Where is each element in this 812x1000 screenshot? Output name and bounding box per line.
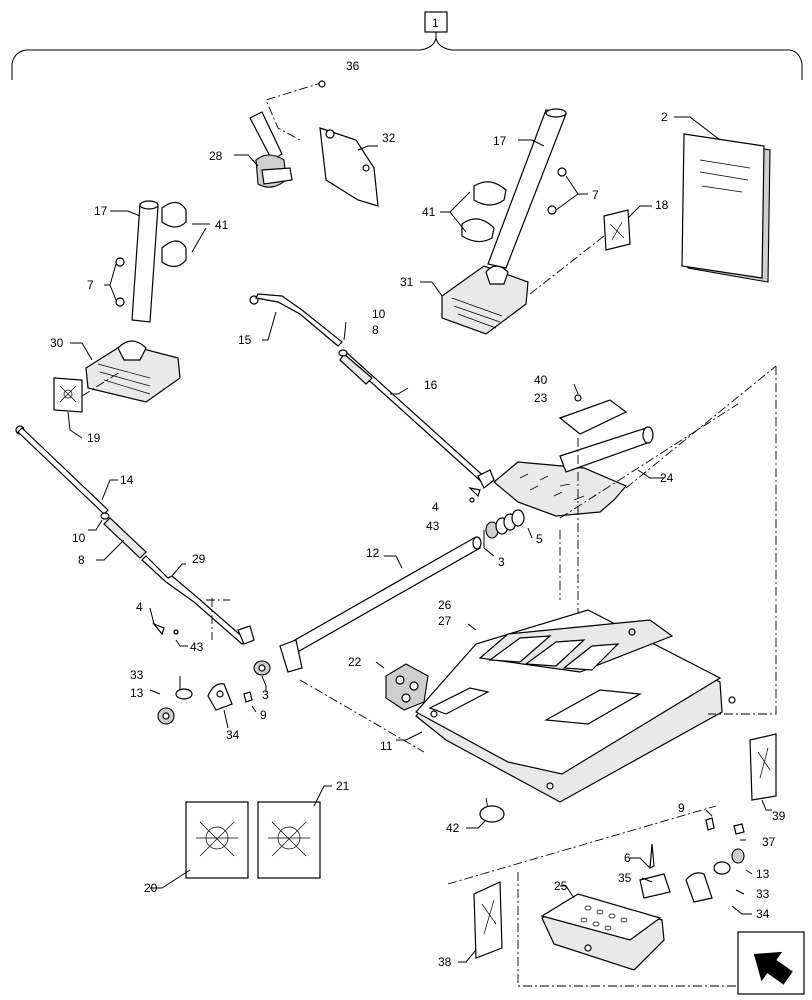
callout-24[interactable]: 24 [660, 471, 674, 485]
callout-43[interactable]: 43 [426, 519, 440, 533]
callout-7[interactable]: 7 [87, 278, 94, 292]
callout-10[interactable]: 10 [72, 531, 86, 545]
footrest [447, 805, 771, 987]
callout-18[interactable]: 18 [655, 198, 669, 212]
pivot-bracket [468, 383, 664, 704]
callout-17[interactable]: 17 [493, 134, 507, 148]
operators-manual [674, 116, 771, 283]
decal-20 [150, 801, 249, 889]
decal-38 [458, 881, 503, 963]
callout-8[interactable]: 8 [372, 323, 379, 337]
callout-9[interactable]: 9 [678, 801, 685, 815]
callout-30[interactable]: 30 [50, 336, 64, 350]
assembly-bracket: 1 [11, 11, 803, 80]
callout-3[interactable]: 3 [498, 555, 505, 569]
callout-34[interactable]: 34 [756, 907, 770, 921]
callout-22[interactable]: 22 [348, 655, 362, 669]
callout-29[interactable]: 29 [192, 552, 206, 566]
next-page-arrow-icon[interactable] [737, 931, 805, 995]
callout-34[interactable]: 34 [226, 728, 240, 742]
callout-8[interactable]: 8 [78, 553, 85, 567]
callout-11[interactable]: 11 [380, 739, 393, 753]
callout-42[interactable]: 42 [446, 821, 460, 835]
callout-15[interactable]: 15 [238, 333, 252, 347]
callout-21[interactable]: 21 [336, 779, 350, 793]
decal-21 [257, 785, 332, 879]
callout-31[interactable]: 31 [400, 275, 414, 289]
callout-32[interactable]: 32 [382, 131, 396, 145]
callout-39[interactable]: 39 [772, 809, 786, 823]
callout-28[interactable]: 28 [209, 149, 223, 163]
callout-9[interactable]: 9 [260, 708, 267, 722]
callout-17[interactable]: 17 [94, 204, 108, 218]
right-control-lever [420, 108, 588, 335]
callout-38[interactable]: 38 [438, 955, 452, 969]
grommet-22 [375, 661, 429, 711]
rod-15-16 [249, 293, 495, 489]
callout-41[interactable]: 41 [215, 218, 229, 232]
alignment-lines [299, 365, 777, 753]
callout-10[interactable]: 10 [372, 307, 386, 321]
callout-6[interactable]: 6 [624, 851, 631, 865]
callout-16[interactable]: 16 [424, 378, 438, 392]
callout-20[interactable]: 20 [144, 881, 158, 895]
callout-12[interactable]: 12 [366, 546, 380, 560]
callout-25[interactable]: 25 [554, 879, 568, 893]
left-control-lever [70, 200, 210, 403]
callout-14[interactable]: 14 [120, 473, 134, 487]
left-hardware [149, 598, 271, 729]
shaft-12 [279, 536, 482, 673]
callout-41[interactable]: 41 [422, 205, 436, 219]
callout-33[interactable]: 33 [130, 668, 144, 682]
callout-3[interactable]: 3 [262, 688, 269, 702]
callout-26[interactable]: 26 [438, 598, 452, 612]
callout-2[interactable]: 2 [661, 110, 668, 124]
callout-13[interactable]: 13 [756, 867, 770, 881]
callout-5[interactable]: 5 [536, 532, 543, 546]
callout-4[interactable]: 4 [432, 500, 439, 514]
callout-35[interactable]: 35 [618, 871, 632, 885]
callout-4[interactable]: 4 [136, 600, 143, 614]
callout-33[interactable]: 33 [756, 887, 770, 901]
handle-assembly [234, 80, 379, 207]
rod-14-29 [15, 425, 255, 645]
callout-19[interactable]: 19 [87, 431, 101, 445]
callout-37[interactable]: 37 [762, 835, 776, 849]
callout-27[interactable]: 27 [438, 614, 452, 628]
floor-mat [396, 609, 736, 829]
callout-1[interactable]: 1 [432, 16, 439, 30]
decal-39 [708, 366, 777, 811]
decal-18 [529, 205, 652, 295]
callout-43[interactable]: 43 [190, 640, 204, 654]
callout-7[interactable]: 7 [592, 188, 599, 202]
callout-23[interactable]: 23 [534, 391, 548, 405]
callout-labels: 36 32 28 17 41 7 30 19 17 7 41 18 31 2 1… [50, 59, 786, 969]
callout-40[interactable]: 40 [534, 373, 548, 387]
callout-13[interactable]: 13 [130, 686, 144, 700]
decal-19 [53, 371, 121, 439]
callout-36[interactable]: 36 [346, 59, 360, 73]
